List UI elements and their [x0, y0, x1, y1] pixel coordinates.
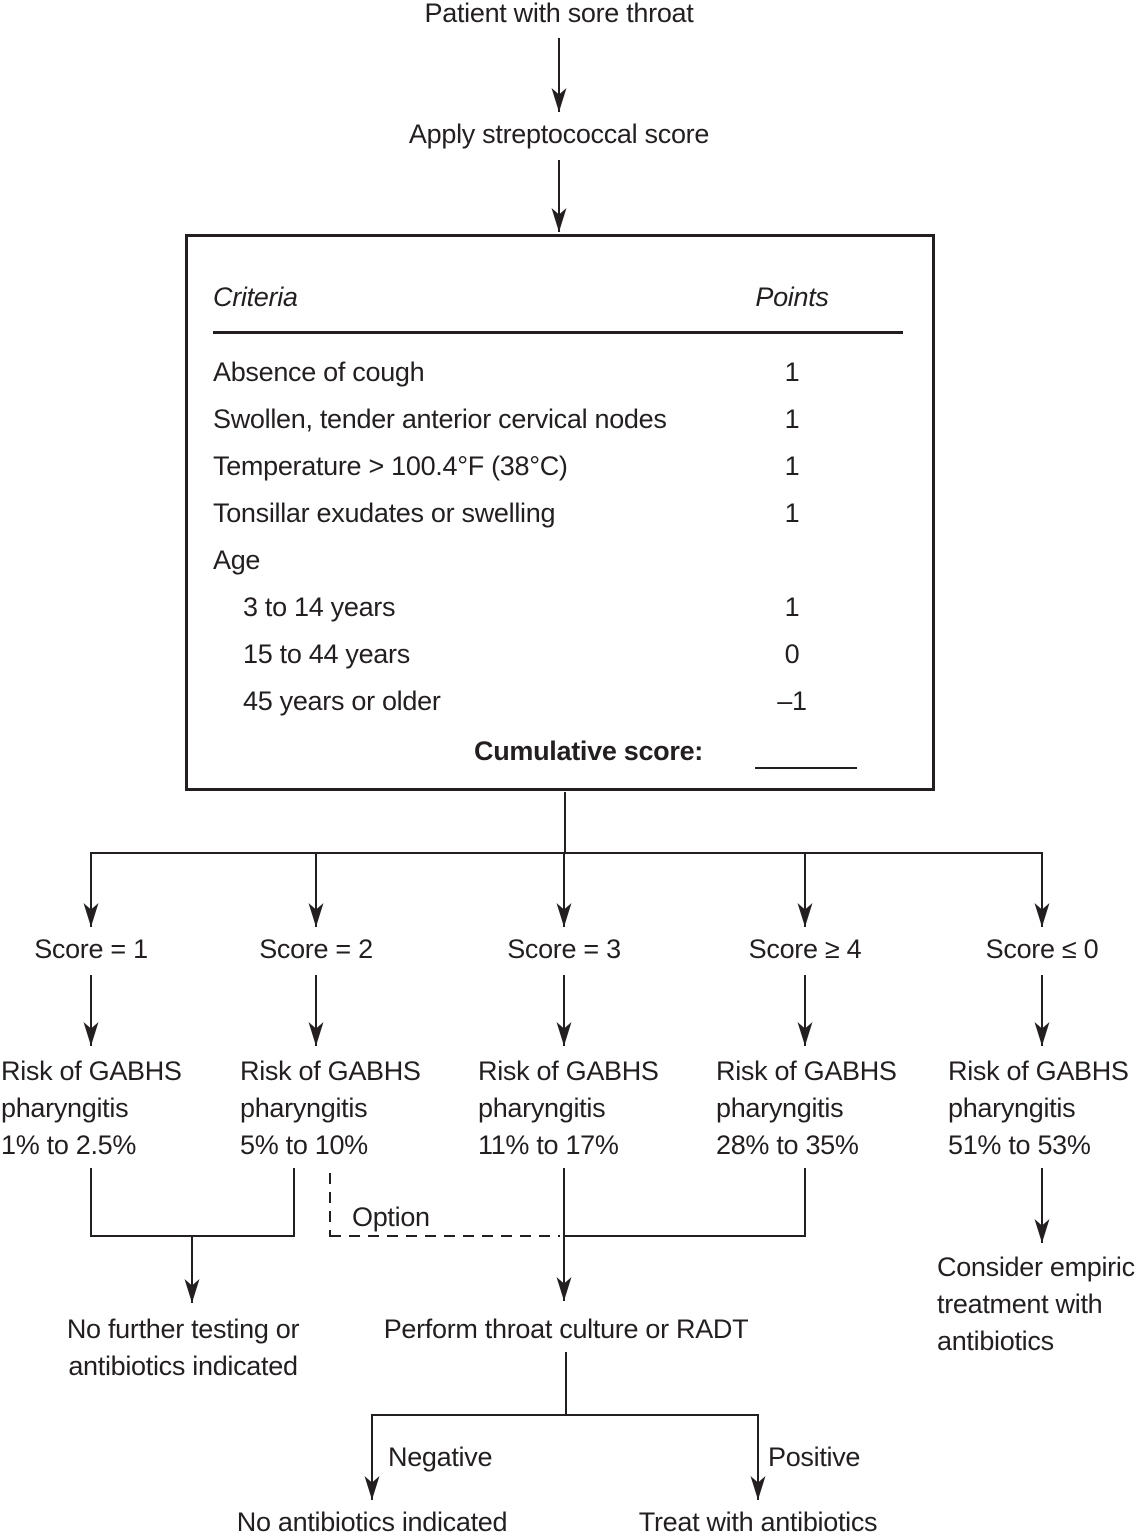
row-label-age-15-44: 15 to 44 years: [243, 639, 410, 669]
no-antibiotics-outcome: No antibiotics indicated: [236, 1507, 508, 1536]
row-points-exudates: 1: [784, 498, 800, 528]
risk-label-3: Risk of GABHS pharyngitis 11% to 17%: [478, 1053, 659, 1164]
risk-line: pharyngitis: [716, 1093, 844, 1123]
row-points-age-45: –1: [777, 686, 807, 716]
risk-line: Risk of GABHS: [240, 1056, 421, 1086]
option-label: Option: [352, 1202, 430, 1232]
risk-line: 11% to 17%: [478, 1130, 619, 1160]
treat-antibiotics-outcome: Treat with antibiotics: [638, 1507, 878, 1536]
cumulative-score-blank: [755, 767, 857, 769]
row-label-exudates: Tonsillar exudates or swelling: [213, 498, 556, 528]
risk-label-5: Risk of GABHS pharyngitis 51% to 53%: [948, 1053, 1129, 1164]
row-points-cough: 1: [784, 357, 800, 387]
outcome-line: antibiotics: [937, 1326, 1054, 1356]
risk-label-2: Risk of GABHS pharyngitis 5% to 10%: [240, 1053, 421, 1164]
risk-label-1: Risk of GABHS pharyngitis 1% to 2.5%: [1, 1053, 182, 1164]
points-column-header: Points: [755, 282, 829, 312]
risk-line: Risk of GABHS: [1, 1056, 182, 1086]
risk-label-4: Risk of GABHS pharyngitis 28% to 35%: [716, 1053, 897, 1164]
no-testing-outcome: No further testing or antibiotics indica…: [66, 1311, 300, 1385]
start-node: Patient with sore throat: [424, 0, 694, 28]
outcome-line: treatment with: [937, 1289, 1103, 1319]
row-label-age-3-14: 3 to 14 years: [243, 592, 396, 622]
outcome-line: Consider empiric: [937, 1252, 1135, 1282]
negative-branch-label: Negative: [388, 1442, 493, 1472]
criteria-column-header: Criteria: [213, 282, 298, 312]
risk-line: Risk of GABHS: [478, 1056, 659, 1086]
row-points-nodes: 1: [784, 404, 800, 434]
row-points-age-15-44: 0: [784, 639, 800, 669]
risk-line: pharyngitis: [478, 1093, 606, 1123]
apply-score-node: Apply streptococcal score: [408, 119, 710, 149]
row-label-cough: Absence of cough: [213, 357, 425, 387]
criteria-table: Criteria Points Absence of cough 1 Swoll…: [185, 234, 935, 791]
row-label-nodes: Swollen, tender anterior cervical nodes: [213, 404, 667, 434]
table-rule: [213, 331, 903, 334]
outcome-line: antibiotics indicated: [68, 1351, 298, 1381]
risk-line: 28% to 35%: [716, 1130, 859, 1160]
risk-line: Risk of GABHS: [948, 1056, 1129, 1086]
risk-line: pharyngitis: [948, 1093, 1076, 1123]
score-label-1: Score = 1: [34, 934, 148, 964]
row-label-age: Age: [213, 545, 261, 575]
score-label-5: Score ≤ 0: [985, 934, 1099, 964]
cumulative-score-label: Cumulative score:: [474, 736, 703, 766]
risk-line: pharyngitis: [1, 1093, 129, 1123]
empiric-treatment-outcome: Consider empiric treatment with antibiot…: [937, 1249, 1135, 1360]
risk-line: 1% to 2.5%: [1, 1130, 137, 1160]
risk-line: 5% to 10%: [240, 1130, 368, 1160]
outcome-line: No further testing or: [66, 1314, 300, 1344]
perform-test-node: Perform throat culture or RADT: [383, 1314, 749, 1344]
score-label-2: Score = 2: [259, 934, 373, 964]
score-label-3: Score = 3: [507, 934, 621, 964]
score-label-4: Score ≥ 4: [748, 934, 862, 964]
row-label-age-45: 45 years or older: [243, 686, 441, 716]
positive-branch-label: Positive: [768, 1442, 861, 1472]
row-label-temperature: Temperature > 100.4°F (38°C): [213, 451, 568, 481]
risk-line: pharyngitis: [240, 1093, 368, 1123]
risk-line: Risk of GABHS: [716, 1056, 897, 1086]
row-points-age-3-14: 1: [784, 592, 800, 622]
row-points-temperature: 1: [784, 451, 800, 481]
risk-line: 51% to 53%: [948, 1130, 1091, 1160]
